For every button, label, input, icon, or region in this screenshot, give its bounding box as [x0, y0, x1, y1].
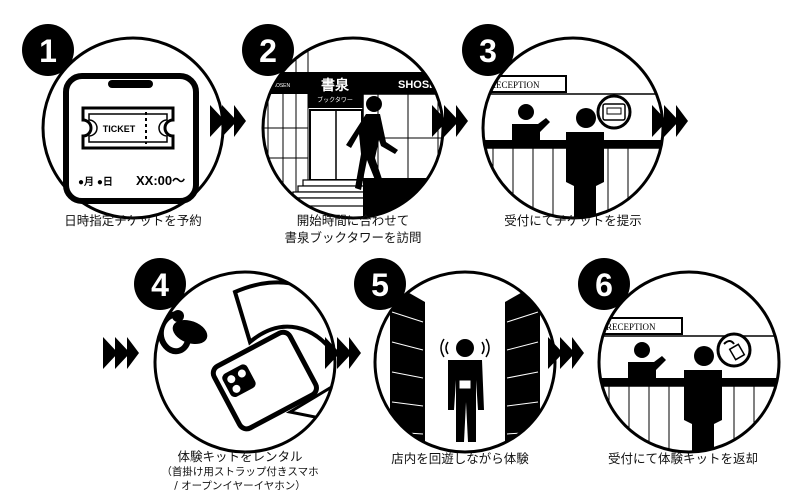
- ticket-date: ●月 ●日: [78, 176, 113, 188]
- arrow-3-next: [652, 105, 688, 137]
- walking-person-icon: [346, 96, 398, 190]
- staff-person-icon: [512, 104, 550, 140]
- arrow-3-4: [103, 337, 139, 369]
- step-1-caption: 日時指定チケットを予約: [28, 212, 238, 229]
- step-1-panel: TICKET ●月 ●日 XX:00〜 1: [22, 24, 228, 228]
- visitor-person-icon-return: [684, 346, 722, 451]
- step-6-badge: [578, 258, 630, 310]
- step-3-number: 3: [479, 33, 497, 69]
- step-4-badge: [134, 258, 186, 310]
- reception-sign-return: RECEPTION: [606, 322, 656, 332]
- step-3-caption-text: 受付にてチケットを提示: [504, 213, 642, 228]
- step-2-caption-line2: 書泉ブックタワーを訪問: [284, 230, 422, 245]
- arrow-4-5: [325, 337, 361, 369]
- step-5-panel: 5: [354, 258, 560, 462]
- step-1-number: 1: [39, 33, 57, 69]
- step-1-caption-text: 日時指定チケットを予約: [64, 213, 202, 228]
- step-1-badge: [22, 24, 74, 76]
- step-3-illustration: RECEPTION 3: [462, 24, 665, 220]
- step-1-illustration: TICKET ●月 ●日 XX:00〜 1: [22, 24, 225, 220]
- step-2-caption: 開始時間に合わせて 書泉ブックタワーを訪問: [248, 212, 458, 246]
- step-6-illustration: RECEPTION 6: [578, 258, 781, 454]
- step-4-caption-sub2: / オープンイヤーイヤホン）: [174, 480, 306, 492]
- step-3-caption: 受付にてチケットを提示: [468, 212, 678, 229]
- storefront-illustration: 書泉 ブックタワー SHOSEN SHOSEN: [264, 39, 445, 217]
- listening-person-icon: [448, 339, 484, 442]
- step-3-panel: RECEPTION 3: [462, 24, 668, 228]
- step-4-illustration: 4: [134, 258, 337, 454]
- ticket-label: TICKET: [103, 124, 136, 134]
- shop-sign-kanji: 書泉: [321, 77, 350, 94]
- step-5-caption-text: 店内を回遊しながら体験: [391, 451, 529, 466]
- ticket-icon: TICKET: [81, 106, 175, 150]
- shop-sign-small: SHOSEN: [269, 83, 291, 89]
- arrow-2-3: [432, 105, 468, 137]
- staff-person-icon-return: [628, 342, 666, 378]
- step-4-number: 4: [151, 267, 169, 303]
- step-6-panel: RECEPTION 6: [578, 258, 784, 462]
- step-5-badge: [354, 258, 406, 310]
- step-5-caption: 店内を回遊しながら体験: [355, 450, 565, 467]
- step-5-number: 5: [371, 267, 389, 303]
- step-4-caption: 体験キットをレンタル （首掛け用ストラップ付きスマホ / オープンイヤーイヤホン…: [130, 448, 350, 493]
- visitor-person-icon: [566, 108, 604, 217]
- sound-waves-icon: [440, 338, 490, 358]
- step-4-caption-text: 体験キットをレンタル: [177, 449, 303, 464]
- step-6-caption-text: 受付にて体験キットを返却: [607, 451, 758, 466]
- step-2-number: 2: [259, 33, 277, 69]
- step-5-illustration: 5: [354, 258, 557, 454]
- step-2-panel: 書泉 ブックタワー SHOSEN SHOSEN 2: [242, 24, 448, 228]
- arrow-5-6: [548, 337, 584, 369]
- arrow-1-2: [210, 105, 246, 137]
- ticket-time: XX:00〜: [136, 173, 185, 188]
- step-4-caption-sub1: （首掛け用ストラップ付きスマホ: [161, 466, 319, 478]
- shop-sign-english: SHOSEN: [398, 79, 445, 91]
- step-2-illustration: 書泉 ブックタワー SHOSEN SHOSEN 2: [242, 24, 445, 220]
- step-6-caption: 受付にて体験キットを返却: [578, 450, 788, 467]
- shop-sign-kana: ブックタワー: [317, 96, 353, 104]
- step-4-panel: 4: [134, 258, 340, 462]
- bookshelf-aisle-illustration: [390, 282, 540, 451]
- step-6-number: 6: [595, 267, 613, 303]
- step-2-caption-line1: 開始時間に合わせて: [296, 213, 410, 228]
- reception-sign: RECEPTION: [490, 80, 540, 90]
- step-2-badge: [242, 24, 294, 76]
- smartphone-icon: [210, 329, 319, 432]
- step-3-badge: [462, 24, 514, 76]
